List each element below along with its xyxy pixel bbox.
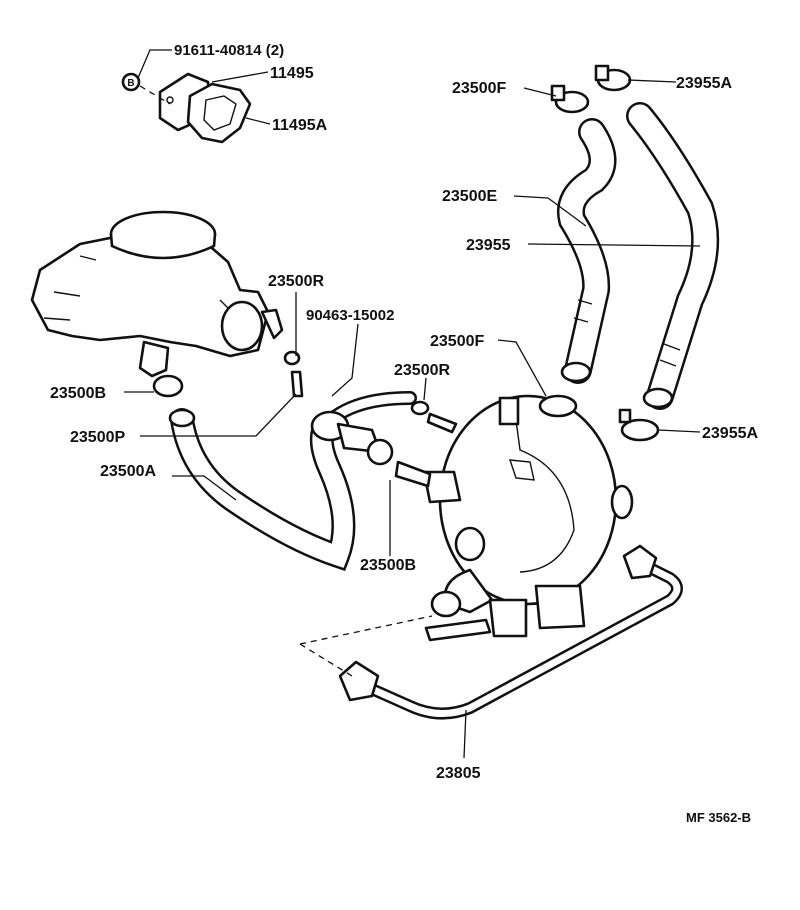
figure-code: MF 3562-B bbox=[686, 810, 751, 825]
label-23955: 23955 bbox=[466, 237, 511, 254]
throttle-body bbox=[30, 210, 284, 378]
label-23500E: 23500E bbox=[442, 188, 497, 205]
callout-labels: 91611-40814 (2) 11495 11495A 23500F 2395… bbox=[50, 42, 758, 825]
label-90463-15002: 90463-15002 bbox=[306, 307, 394, 324]
gasket-11495A bbox=[186, 82, 252, 144]
label-23500B-left: 23500B bbox=[50, 385, 106, 402]
label-11495: 11495 bbox=[270, 65, 314, 82]
label-23500P: 23500P bbox=[70, 429, 125, 446]
label-23500B-bottom: 23500B bbox=[360, 557, 416, 574]
label-11495A: 11495A bbox=[272, 117, 328, 134]
alignment-dashed-line bbox=[299, 615, 433, 645]
label-23955A-top: 23955A bbox=[676, 75, 732, 92]
label-23955A-right: 23955A bbox=[702, 425, 758, 442]
gasket-assembly: B bbox=[121, 72, 252, 144]
label-91611-40814: 91611-40814 (2) bbox=[174, 42, 284, 59]
clamp-23500R-mid bbox=[410, 400, 430, 416]
clamp-23500B-left bbox=[152, 374, 184, 398]
clamp-23500B-bottom bbox=[366, 438, 394, 466]
bolt-marker bbox=[121, 72, 141, 92]
label-23500R-left: 23500R bbox=[268, 273, 324, 290]
label-23500R-mid: 23500R bbox=[394, 362, 450, 379]
clamp-23500R-left bbox=[283, 350, 301, 366]
label-23805: 23805 bbox=[436, 765, 481, 782]
hose-23500E bbox=[557, 118, 617, 384]
regulator-body bbox=[422, 394, 634, 642]
clamp-23500F-mid bbox=[538, 394, 578, 418]
label-23500F-top: 23500F bbox=[452, 80, 506, 97]
hose-23500P bbox=[290, 370, 304, 398]
leader-lines bbox=[124, 49, 701, 759]
hose-23955 bbox=[626, 102, 720, 410]
label-23500A: 23500A bbox=[100, 463, 156, 480]
bolt-marker-text: B bbox=[127, 78, 134, 89]
pipe-23805 bbox=[338, 544, 683, 720]
label-23500F-mid: 23500F bbox=[430, 333, 484, 350]
